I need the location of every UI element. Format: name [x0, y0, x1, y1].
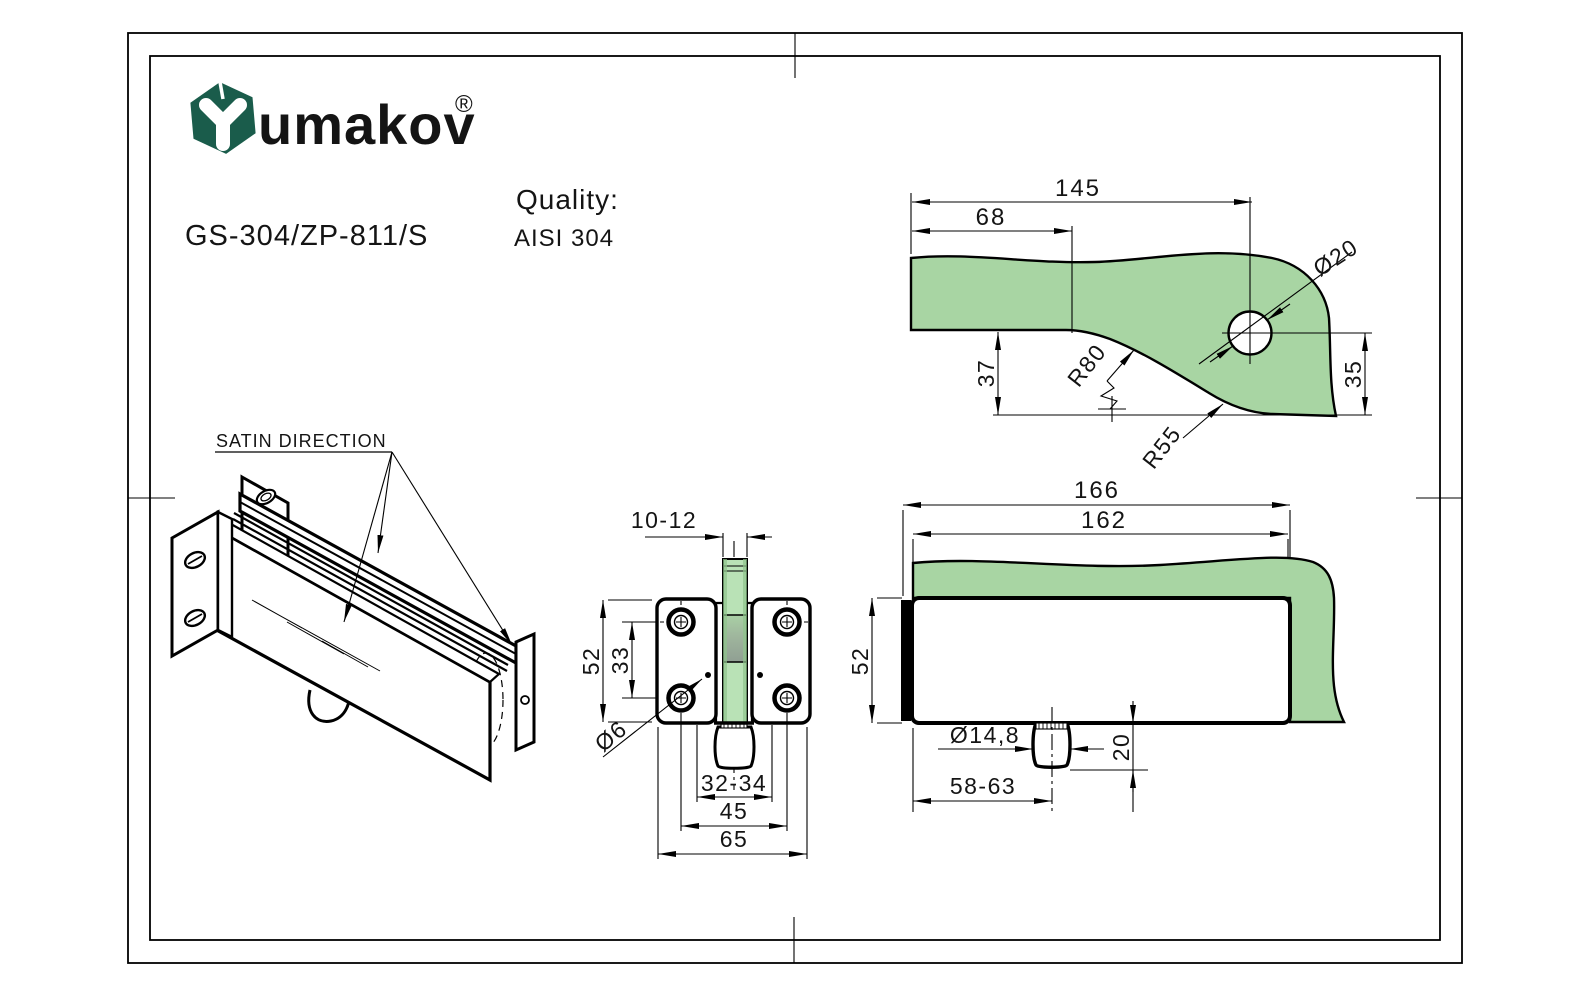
hole-crosshair [1222, 303, 1283, 364]
dim-162: 162 [1081, 507, 1127, 534]
plan-view: 145 68 37 35 R80 R55 Ø20 [909, 175, 1372, 474]
logo-y-mark [199, 98, 247, 151]
front-view: 10-12 52 33 Ø6 32-34 45 65 [578, 507, 812, 859]
dim-52-front: 52 [578, 647, 604, 676]
dim-10-12: 10-12 [631, 507, 697, 533]
dim-65: 65 [720, 826, 749, 852]
isometric-view: SATIN DIRECTION [170, 431, 536, 783]
dim-45: 45 [720, 798, 749, 824]
dim-35: 35 [1340, 360, 1366, 389]
dia20-arrow-a [1266, 303, 1291, 321]
quality-label: Quality: [516, 184, 619, 215]
logo-split-line [218, 81, 225, 100]
registered-mark: ® [455, 91, 474, 118]
glass-edge-left [723, 559, 727, 723]
bracket-slot-hole [183, 608, 207, 628]
satin-direction-label: SATIN DIRECTION [216, 431, 387, 451]
screw-hole [772, 683, 802, 713]
satin-strokes [251, 599, 381, 672]
product-code: GS-304/ZP-811/S [185, 220, 428, 252]
sheet-borders [127, 32, 1463, 964]
plan-extension-lines [910, 193, 1372, 416]
dim-166: 166 [1074, 477, 1120, 504]
side-end-cap [901, 600, 911, 721]
dim-ext-32-34 [696, 725, 773, 802]
brand-name: umakov [258, 93, 476, 156]
dim-r80: R80 [1062, 339, 1111, 392]
outer-border [127, 32, 1463, 964]
satin-leader-1 [343, 451, 393, 623]
satin-leader-2 [377, 451, 393, 554]
dim-ext-65 [657, 727, 808, 859]
set-pin-left [705, 672, 711, 678]
screw-hole [660, 601, 696, 637]
bracket-slot-hole [183, 550, 207, 570]
screw-hole [772, 601, 808, 637]
dim-dia20: Ø20 [1308, 233, 1362, 281]
side-view: 166 162 52 Ø14,8 20 58-63 [847, 477, 1346, 814]
quality-value: AISI 304 [514, 225, 614, 252]
dim-52-side: 52 [847, 647, 873, 676]
dia20-arrow-b [1209, 345, 1234, 363]
dim-ext-162 [912, 539, 1289, 594]
dim-ext-33 [622, 621, 656, 699]
dim-ext-52s [877, 597, 902, 724]
satin-direction-annotation: SATIN DIRECTION [215, 431, 513, 646]
r80-leader [1106, 349, 1135, 382]
iso-glass-edge [232, 512, 509, 672]
header: umakov ® GS-304/ZP-811/S Quality: AISI 3… [185, 81, 619, 252]
umakov-logo-icon [190, 81, 256, 154]
r80-zigzag [1098, 380, 1126, 422]
side-body-plate [910, 596, 1292, 725]
dim-32-34: 32-34 [701, 770, 767, 796]
dim-20: 20 [1108, 733, 1134, 762]
side-glass-panel [911, 556, 1346, 724]
iso-end-cap [514, 631, 536, 753]
inner-border [149, 55, 1441, 941]
centering-marks [128, 33, 1462, 963]
front-glass-clamped-zone [724, 615, 746, 662]
dim-145: 145 [1055, 175, 1101, 202]
dim-37: 37 [973, 359, 999, 388]
dim-dia6: Ø6 [590, 715, 633, 757]
dia6-leader [602, 678, 703, 758]
dim-ext-52f [608, 599, 652, 723]
set-pin-right [757, 672, 763, 678]
glass-edge-right [743, 559, 747, 723]
dim-ext-45 [680, 713, 788, 831]
dim-58-63: 58-63 [950, 773, 1016, 799]
iso-wall-bracket [170, 509, 234, 659]
dim-ext-166 [902, 510, 1291, 596]
dim-33: 33 [607, 646, 633, 675]
dim-dia148: Ø14,8 [950, 722, 1020, 748]
dim-68: 68 [976, 204, 1007, 231]
front-pivot-pin [713, 725, 756, 770]
satin-leader-3 [391, 451, 513, 646]
r55-leader [1182, 403, 1224, 439]
dim-r55: R55 [1137, 421, 1186, 474]
